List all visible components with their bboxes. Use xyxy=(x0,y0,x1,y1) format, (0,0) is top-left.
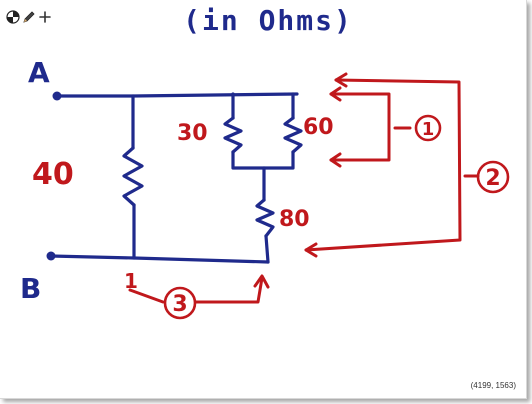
whiteboard-canvas[interactable]: (in Ohms) A B xyxy=(0,0,527,399)
circuit-wires xyxy=(49,92,299,264)
step-1-number: 1 xyxy=(422,119,435,140)
terminal-b-label: B xyxy=(20,272,41,305)
step-3-number: 3 xyxy=(172,292,187,317)
step-3-marker: 3 xyxy=(163,286,197,320)
resistor-80-label: 80 xyxy=(279,207,310,232)
resistor-60-label: 60 xyxy=(303,115,334,140)
resistor-40-label: 40 xyxy=(32,157,74,192)
pen-icon[interactable] xyxy=(22,10,36,24)
palette-icon[interactable] xyxy=(6,10,20,24)
resistor-30 xyxy=(223,116,243,154)
terminal-a-label: A xyxy=(28,56,50,89)
step-1-bracket xyxy=(329,86,412,168)
resistor-80 xyxy=(255,198,275,238)
resistor-30-label: 30 xyxy=(177,121,208,146)
step-2-marker: 2 xyxy=(476,160,510,194)
resistor-60 xyxy=(283,116,303,154)
cursor-coordinates: (4199, 1563) xyxy=(470,381,516,390)
step-2-bracket xyxy=(304,72,480,258)
resistor-40 xyxy=(122,146,144,207)
node-small-label: 1 xyxy=(124,269,138,293)
circuit-diagram: (in Ohms) A B xyxy=(20,4,510,320)
add-icon[interactable] xyxy=(38,10,52,24)
diagram-title: (in Ohms) xyxy=(183,4,353,37)
drawing-toolbar xyxy=(6,9,52,25)
step-2-number: 2 xyxy=(485,166,500,191)
step-3-arrow xyxy=(128,274,270,304)
step-1-marker: 1 xyxy=(414,114,442,142)
